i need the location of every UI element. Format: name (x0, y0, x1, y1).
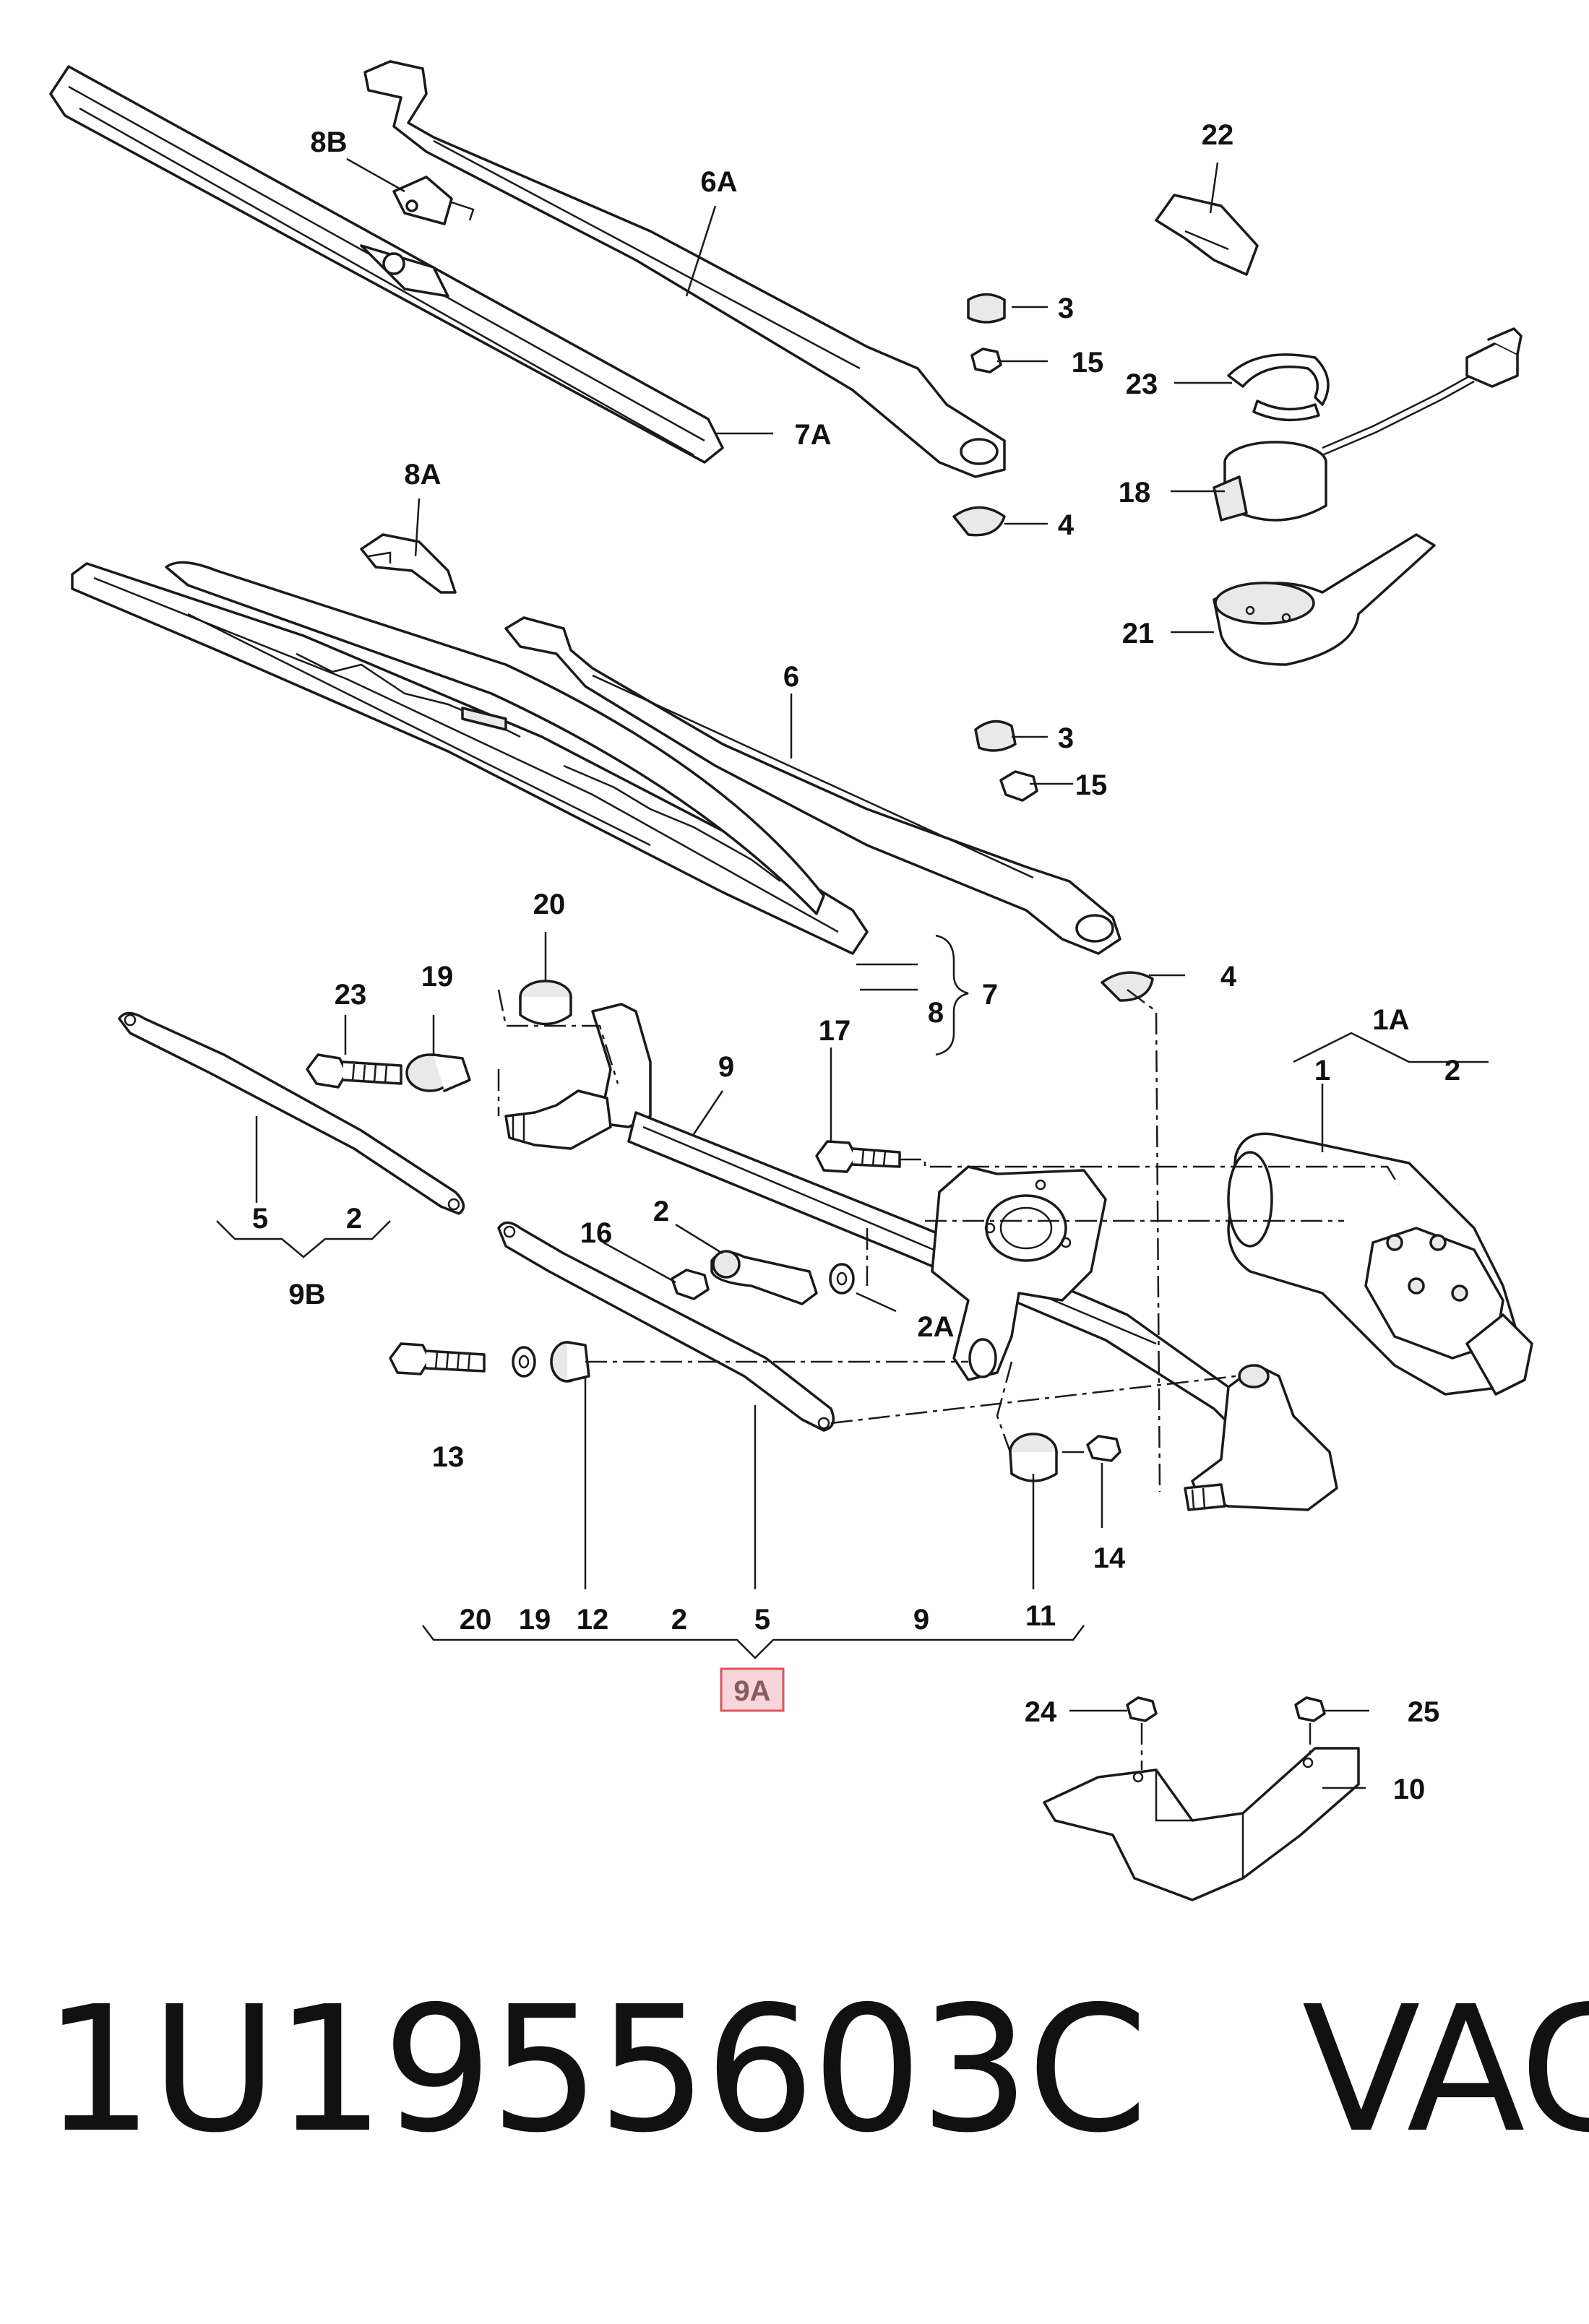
nut-25 (1294, 1696, 1326, 1722)
label-4-top: 4 (1058, 509, 1075, 541)
motor-mount-plate (931, 1165, 1107, 1381)
label-12: 12 (577, 1604, 609, 1636)
label-22: 22 (1202, 119, 1234, 151)
label-18: 18 (1119, 477, 1151, 509)
washer-4-mid (1101, 971, 1154, 1002)
cap-3-mid (974, 720, 1017, 752)
label-6: 6 (783, 661, 799, 693)
bushing-20-upper (519, 980, 572, 1026)
label-13: 13 (432, 1441, 465, 1473)
label-11: 11 (1025, 1600, 1056, 1632)
nut-15-mid (999, 770, 1038, 802)
label-2-motor: 2 (1444, 1055, 1460, 1087)
label-14: 14 (1093, 1542, 1126, 1574)
part-number: 1U1955603C (43, 1969, 1148, 2171)
label-8B: 8B (310, 126, 347, 158)
label-8: 8 (928, 997, 944, 1029)
callout-labels: 8B 6A 22 3 15 23 7A 18 4 8A 21 6 3 15 20… (252, 119, 1460, 1805)
exploded-parts-diagram: 8B 6A 22 3 15 23 7A 18 4 8A 21 6 3 15 20… (49, 60, 1533, 1901)
assembly-lines (497, 989, 1400, 1770)
label-3-mid: 3 (1058, 722, 1074, 754)
label-23-bolt: 23 (335, 979, 367, 1011)
nut-16 (671, 1269, 710, 1300)
label-15-mid: 15 (1075, 769, 1108, 801)
label-7: 7 (982, 979, 998, 1011)
label-8A: 8A (404, 459, 441, 491)
label-5-group: 5 (754, 1604, 770, 1636)
clip-22 (1155, 194, 1259, 276)
bolt-23 (306, 1053, 402, 1089)
link-rod-5-left (118, 1011, 465, 1215)
label-9B: 9B (288, 1279, 325, 1310)
cap-3-top (967, 293, 1006, 324)
mount-21 (1213, 533, 1436, 666)
label-2A: 2A (917, 1311, 954, 1343)
label-5-left: 5 (252, 1203, 268, 1235)
bushing-12 (550, 1341, 590, 1383)
label-23-top: 23 (1126, 368, 1158, 400)
motor-1 (1227, 1132, 1533, 1396)
washer-2A (829, 1263, 855, 1295)
clip-2 (710, 1250, 818, 1305)
label-25: 25 (1408, 1696, 1440, 1728)
bolt-17 (815, 1140, 901, 1173)
nut-24 (1126, 1696, 1158, 1722)
label-9-frame: 9 (718, 1051, 734, 1083)
label-3-top: 3 (1058, 293, 1074, 324)
label-9A: 9A (733, 1675, 770, 1707)
washer-4-top (952, 506, 1006, 537)
bushing-19-left (405, 1053, 471, 1092)
label-16: 16 (580, 1217, 613, 1249)
label-24: 24 (1025, 1696, 1057, 1728)
label-4-mid: 4 (1220, 961, 1237, 993)
label-19-upper: 19 (421, 961, 454, 993)
wiper-blade-8 (71, 562, 869, 955)
nut-15-top (970, 347, 1002, 373)
nut-14 (1086, 1435, 1121, 1462)
leader-lines (255, 157, 1369, 1789)
label-6A: 6A (700, 166, 737, 198)
label-21: 21 (1122, 618, 1155, 649)
blade-spine-7 (165, 561, 825, 915)
label-20-group: 20 (460, 1604, 492, 1636)
label-7A: 7A (794, 419, 831, 451)
sensor-18 (1213, 327, 1523, 522)
clip-8A (360, 533, 457, 594)
label-10: 10 (1393, 1774, 1426, 1805)
wiper-arm-6A (363, 60, 1006, 478)
brand-name: VAG (1301, 1969, 1589, 2171)
ring-23 (1227, 353, 1330, 422)
label-15-top: 15 (1072, 347, 1104, 379)
label-1: 1 (1314, 1055, 1330, 1087)
bolt-13 (389, 1342, 486, 1375)
label-1A: 1A (1372, 1004, 1409, 1036)
wiper-blade-7A (49, 65, 724, 464)
braces (216, 934, 1489, 1659)
washer-small (512, 1346, 536, 1378)
highlight-box-9A (720, 1667, 785, 1712)
clip-8B (392, 176, 475, 225)
label-19-group: 19 (519, 1604, 551, 1636)
label-9-group: 9 (913, 1604, 929, 1636)
bracket-10 (1043, 1747, 1360, 1901)
part-number-footer: 1U1955603C VAG (43, 1951, 1589, 2189)
label-20-upper: 20 (533, 889, 566, 920)
label-2-clip: 2 (653, 1196, 669, 1227)
wiper-arm-6 (504, 616, 1121, 955)
label-2-group: 2 (671, 1604, 687, 1636)
link-rod-5-lower (497, 1221, 835, 1432)
label-2-left: 2 (346, 1203, 362, 1235)
label-17: 17 (819, 1015, 851, 1047)
crank-arm (1184, 1364, 1338, 1511)
